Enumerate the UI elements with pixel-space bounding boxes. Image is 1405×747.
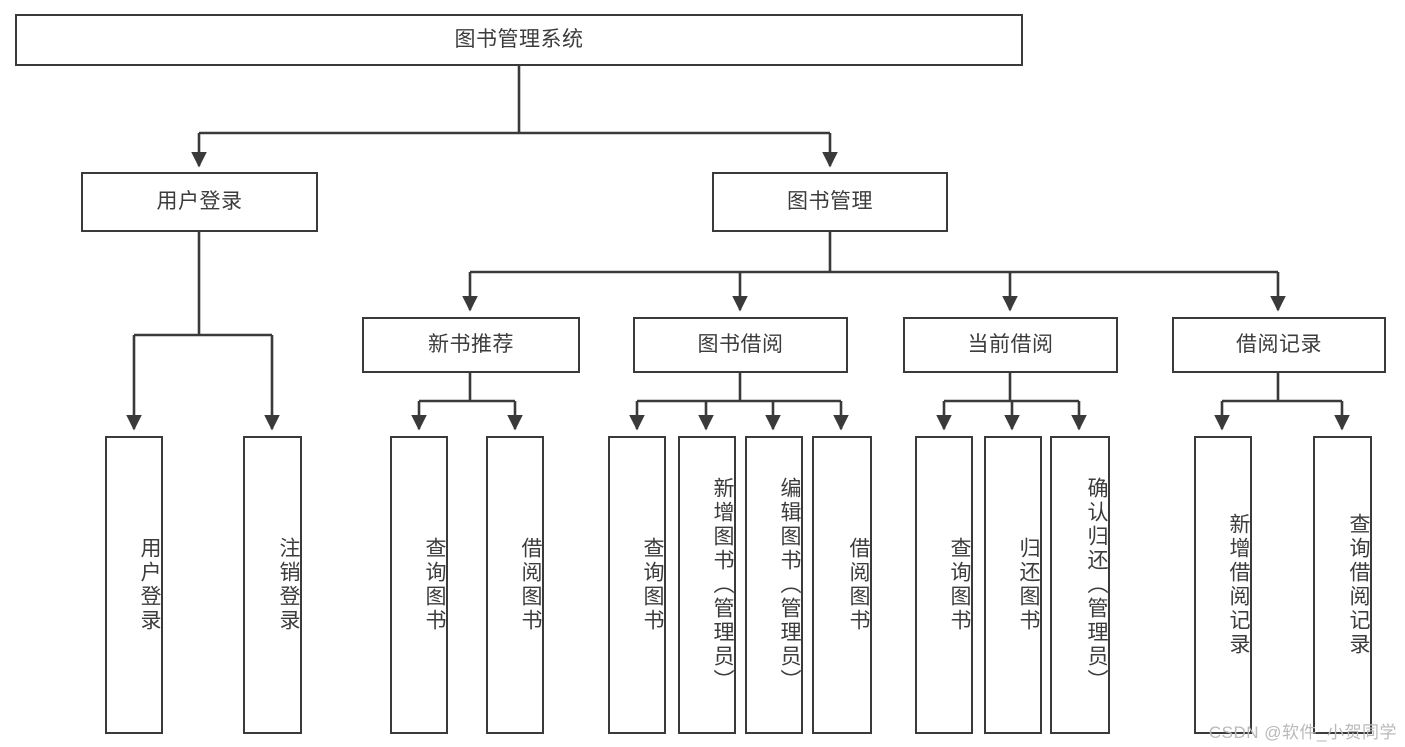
node-label: 借阅图书: [519, 537, 542, 633]
node-leaf-query-book-1[interactable]: 查询图书: [390, 436, 448, 734]
node-label: 图书借阅: [697, 332, 784, 356]
node-new-book-recommend[interactable]: 新书推荐: [362, 317, 580, 373]
node-label: 新书推荐: [428, 332, 514, 356]
node-label: 借阅记录: [1236, 332, 1322, 356]
node-leaf-return-book[interactable]: 归还图书: [984, 436, 1042, 734]
node-leaf-edit-book[interactable]: 编辑图书（管理员）: [745, 436, 803, 734]
node-label: 当前借阅: [967, 332, 1054, 356]
node-current-borrow[interactable]: 当前借阅: [903, 317, 1118, 373]
node-label: 用户登录: [138, 537, 161, 633]
node-leaf-add-book[interactable]: 新增图书（管理员）: [678, 436, 736, 734]
node-label: 图书管理系统: [454, 27, 584, 51]
node-leaf-logout-login[interactable]: 注销登录: [243, 436, 302, 734]
node-label: 图书管理: [787, 189, 873, 213]
node-leaf-add-record[interactable]: 新增借阅记录: [1194, 436, 1252, 734]
node-label: 借阅图书: [847, 537, 870, 633]
node-borrow-record[interactable]: 借阅记录: [1172, 317, 1386, 373]
node-label: 确认归还（管理员）: [1085, 477, 1108, 693]
node-user-login[interactable]: 用户登录: [81, 172, 318, 232]
node-book-borrow[interactable]: 图书借阅: [633, 317, 848, 373]
node-leaf-confirm-return[interactable]: 确认归还（管理员）: [1050, 436, 1110, 734]
node-label: 用户登录: [156, 189, 243, 213]
node-label: 新增借阅记录: [1227, 513, 1250, 657]
node-label: 新增图书（管理员）: [711, 477, 734, 693]
node-label: 查询图书: [641, 537, 664, 633]
node-label: 编辑图书（管理员）: [778, 477, 801, 693]
node-book-management[interactable]: 图书管理: [712, 172, 948, 232]
node-leaf-borrow-book-1[interactable]: 借阅图书: [486, 436, 544, 734]
node-label: 查询图书: [948, 537, 971, 633]
node-leaf-query-book-3[interactable]: 查询图书: [915, 436, 973, 734]
node-label: 查询图书: [423, 537, 446, 633]
node-leaf-borrow-book-2[interactable]: 借阅图书: [812, 436, 872, 734]
node-label: 注销登录: [277, 537, 300, 633]
node-leaf-user-login[interactable]: 用户登录: [105, 436, 163, 734]
node-label: 归还图书: [1017, 537, 1040, 633]
node-root-book-management-system[interactable]: 图书管理系统: [15, 14, 1023, 66]
node-leaf-query-record[interactable]: 查询借阅记录: [1313, 436, 1372, 734]
node-label: 查询借阅记录: [1347, 513, 1370, 657]
node-leaf-query-book-2[interactable]: 查询图书: [608, 436, 666, 734]
